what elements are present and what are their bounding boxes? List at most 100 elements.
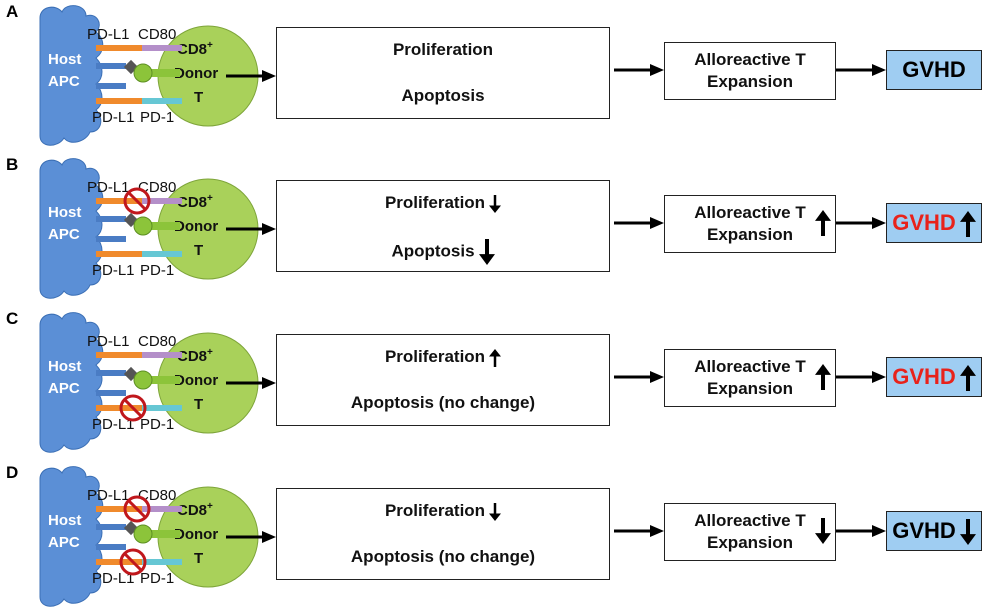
proliferation-line: Proliferation bbox=[277, 501, 609, 521]
proliferation-line: Proliferation bbox=[277, 347, 609, 367]
receptor-ligand-pairs: PD-L1 CD80 PD-L1 PD-1 bbox=[87, 179, 182, 279]
receptor-ligand-pairs: PD-L1 CD80 PD-L1 PD-1 bbox=[87, 26, 182, 126]
panel-a: Host APC CD8+ Donor T PD-L1 bbox=[0, 0, 982, 153]
pd-l1-top-label: PD-L1 bbox=[87, 26, 130, 43]
expansion-label: Expansion bbox=[707, 72, 793, 91]
proliferation-apoptosis-box: Proliferation Apoptosis bbox=[276, 180, 610, 272]
alloreactive-change-arrow bbox=[811, 210, 831, 236]
tcr-stalk bbox=[150, 530, 180, 538]
gvhd-label: GVHD bbox=[902, 57, 966, 82]
mhc-stalk-lower bbox=[96, 544, 126, 550]
proliferation-text: Proliferation bbox=[392, 40, 494, 59]
host-apc-cell: Host APC bbox=[39, 312, 104, 453]
expansion-label: Expansion bbox=[707, 225, 793, 244]
flow-arrows bbox=[226, 64, 886, 82]
alloreactive-change-arrow bbox=[811, 364, 831, 390]
panel-d: Host APC CD8+ Donor T PD-L1 bbox=[0, 461, 982, 614]
tcr-stalk bbox=[150, 222, 180, 230]
pd-l1-top-label: PD-L1 bbox=[87, 333, 130, 350]
pd-l1-top-label: PD-L1 bbox=[87, 179, 130, 196]
pd-l1-bottom-label: PD-L1 bbox=[92, 262, 135, 279]
gvhd-change-arrow bbox=[956, 364, 976, 392]
cd80-stalk bbox=[142, 352, 182, 358]
gvhd-change-arrow bbox=[956, 210, 976, 238]
t-label: T bbox=[194, 89, 203, 106]
receptor-ligand-pairs: PD-L1 CD80 PD-L1 PD-1 bbox=[87, 333, 182, 433]
flow-arrows bbox=[226, 371, 886, 389]
alloreactive-t-label: Alloreactive T bbox=[694, 50, 806, 69]
host-apc-cell: Host APC bbox=[39, 466, 104, 607]
cd80-label: CD80 bbox=[138, 26, 176, 43]
host-label: Host bbox=[48, 358, 81, 375]
proliferation-change-arrow bbox=[485, 501, 502, 521]
panel-diagram: Host APC CD8+ Donor T PD-L1 bbox=[39, 158, 886, 299]
expansion-label: Expansion bbox=[707, 533, 793, 552]
donor-label: Donor bbox=[174, 65, 218, 82]
panel-b: Host APC CD8+ Donor T PD-L1 bbox=[0, 153, 982, 306]
pd-l1-bottom-label: PD-L1 bbox=[92, 570, 135, 587]
proliferation-change-arrow bbox=[485, 347, 502, 367]
cd80-label: CD80 bbox=[138, 487, 176, 504]
apoptosis-text: Apoptosis (no change) bbox=[350, 547, 536, 566]
donor-label: Donor bbox=[174, 218, 218, 235]
apc-label: APC bbox=[48, 73, 80, 90]
host-label: Host bbox=[48, 51, 81, 68]
block-sign-pd-l1-pd-1 bbox=[119, 548, 147, 576]
gvhd-box: GVHD bbox=[886, 203, 982, 243]
panel-diagram: Host APC CD8+ Donor T PD-L1 bbox=[39, 312, 886, 453]
panel-diagram: Host APC CD8+ Donor T PD-L1 bbox=[39, 5, 886, 146]
expansion-label: Expansion bbox=[707, 379, 793, 398]
alloreactive-t-expansion-box: Alloreactive T Expansion bbox=[664, 195, 836, 253]
host-label: Host bbox=[48, 512, 81, 529]
alloreactive-change-arrow bbox=[811, 518, 831, 544]
apoptosis-text: Apoptosis bbox=[401, 86, 485, 105]
proliferation-text: Proliferation bbox=[384, 347, 486, 366]
alloreactive-t-expansion-box: Alloreactive T Expansion bbox=[664, 349, 836, 407]
apoptosis-line: Apoptosis (no change) bbox=[277, 547, 609, 567]
tcr-head bbox=[133, 216, 153, 236]
receptor-ligand-pairs: PD-L1 CD80 PD-L1 PD-1 bbox=[87, 487, 182, 587]
proliferation-text: Proliferation bbox=[384, 193, 486, 212]
pd-l1-top-stalk bbox=[96, 352, 142, 358]
panel-c: Host APC CD8+ Donor T PD-L1 bbox=[0, 307, 982, 460]
donor-label: Donor bbox=[174, 372, 218, 389]
pd-l1-bottom-stalk bbox=[96, 251, 142, 257]
alloreactive-t-expansion-box: Alloreactive T Expansion bbox=[664, 503, 836, 561]
alloreactive-t-label: Alloreactive T bbox=[694, 511, 806, 530]
panel-label: C bbox=[6, 309, 19, 328]
pd-1-stalk bbox=[142, 251, 182, 257]
apc-label: APC bbox=[48, 380, 80, 397]
alloreactive-t-label: Alloreactive T bbox=[694, 203, 806, 222]
host-label: Host bbox=[48, 204, 81, 221]
apoptosis-text: Apoptosis (no change) bbox=[350, 393, 536, 412]
block-sign-pd-l1-cd80 bbox=[123, 495, 151, 523]
apoptosis-text: Apoptosis bbox=[391, 241, 475, 261]
gvhd-change-arrow bbox=[956, 518, 976, 546]
cd80-stalk bbox=[142, 198, 182, 204]
flow-arrows bbox=[226, 525, 886, 543]
mhc-stalk-lower bbox=[96, 83, 126, 89]
pd-1-label: PD-1 bbox=[140, 262, 174, 279]
mhc-stalk-lower bbox=[96, 390, 126, 396]
pd-1-stalk bbox=[142, 405, 182, 411]
apoptosis-line: Apoptosis (no change) bbox=[277, 393, 609, 413]
cd80-label: CD80 bbox=[138, 333, 176, 350]
block-sign-pd-l1-pd-1 bbox=[119, 394, 147, 422]
cd80-stalk bbox=[142, 45, 182, 51]
pd-l1-top-stalk bbox=[96, 198, 142, 204]
apc-label: APC bbox=[48, 226, 80, 243]
mhc-stalk bbox=[96, 524, 126, 530]
cd8-label: CD8+ bbox=[177, 501, 213, 519]
proliferation-change-arrow bbox=[485, 193, 502, 213]
tcr-head bbox=[133, 370, 153, 390]
mhc-stalk bbox=[96, 216, 126, 222]
apoptosis-change-arrow bbox=[475, 239, 495, 265]
gvhd-box: GVHD bbox=[886, 357, 982, 397]
pd-1-label: PD-1 bbox=[140, 109, 174, 126]
pd-l1-bottom-stalk bbox=[96, 98, 142, 104]
gvhd-box: GVHD bbox=[886, 50, 982, 90]
tcr-stalk bbox=[150, 376, 180, 384]
apc-label: APC bbox=[48, 534, 80, 551]
cd80-stalk bbox=[142, 506, 182, 512]
mhc-stalk bbox=[96, 370, 126, 376]
